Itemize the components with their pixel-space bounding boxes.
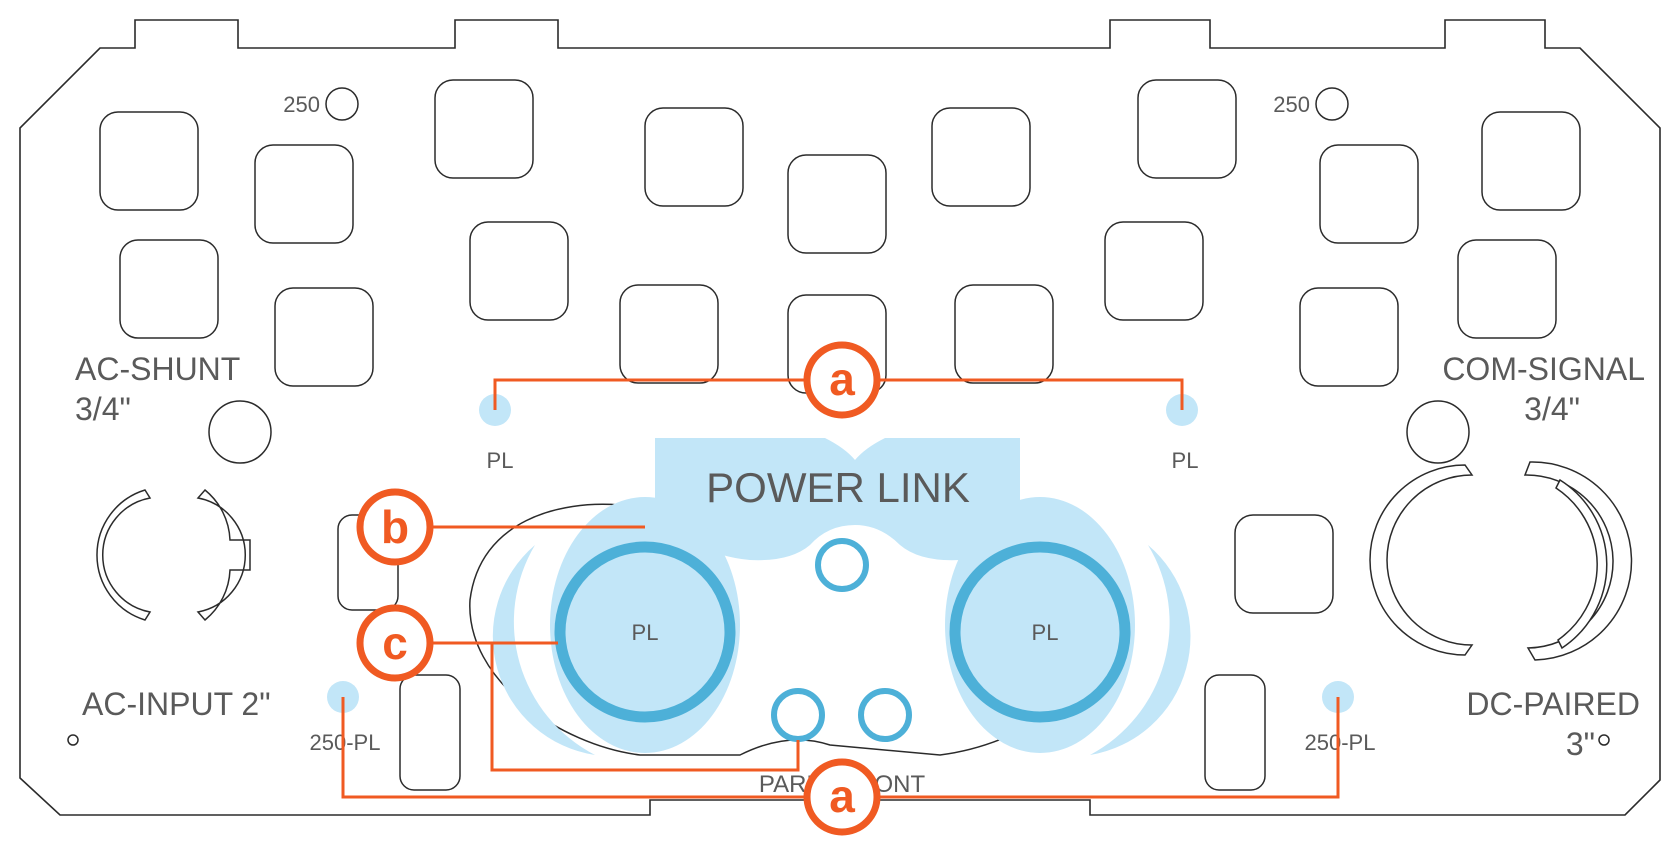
- label-dc-paired-size: 3": [1566, 726, 1595, 762]
- callout-letter-c: c: [382, 617, 408, 669]
- callout-badges: a b c a: [356, 341, 881, 836]
- knockout-square: [1481, 111, 1581, 211]
- park-ring: [771, 688, 825, 742]
- knockout-square: [99, 111, 199, 211]
- knockout-hole-250: [325, 87, 359, 121]
- label-pl-ring-left: PL: [632, 620, 659, 645]
- right-crescent: [1090, 545, 1191, 755]
- center-small-ring: [815, 538, 869, 592]
- front-ring: [858, 688, 912, 742]
- square-knockouts: [99, 79, 1581, 791]
- label-250-pl-left: 250-PL: [310, 730, 381, 755]
- knockout-square: [931, 107, 1031, 207]
- knockout-hole-250: [1315, 87, 1349, 121]
- label-250-pl-right: 250-PL: [1305, 730, 1376, 755]
- label-250-right: 250: [1273, 92, 1310, 117]
- callout-badge-b: [356, 488, 434, 566]
- callout-letter-a-bottom: a: [829, 770, 855, 822]
- label-com-signal: COM-SIGNAL: [1442, 351, 1645, 387]
- power-link-tab: [655, 438, 1020, 561]
- label-ac-shunt-size: 3/4": [75, 391, 131, 427]
- label-pl-top-right: PL: [1172, 448, 1199, 473]
- mounting-hole: [67, 734, 79, 746]
- ac-input-knockout: [96, 488, 251, 622]
- knockout-hole-com-signal: [1406, 400, 1470, 464]
- mounting-hole: [1598, 734, 1610, 746]
- knockout-hole-ac-shunt: [208, 400, 272, 464]
- knockout-square: [1299, 287, 1399, 387]
- label-dc-paired: DC-PAIRED: [1466, 686, 1640, 722]
- callout-badge-a-top: [803, 341, 881, 419]
- label-power-link: POWER LINK: [706, 464, 970, 511]
- text-labels: 250 250 AC-SHUNT 3/4" COM-SIGNAL 3/4" AC…: [75, 92, 1645, 798]
- knockout-square: [1234, 514, 1334, 614]
- label-pl-ring-right: PL: [1032, 620, 1059, 645]
- knockout-square: [644, 107, 744, 207]
- knockout-square: [274, 287, 374, 387]
- label-ac-shunt: AC-SHUNT: [75, 351, 240, 387]
- pl-ring-left: [554, 541, 736, 723]
- power-link-assembly: [327, 394, 1354, 756]
- knockout-square: [254, 144, 354, 244]
- label-ac-input: AC-INPUT 2": [82, 686, 271, 722]
- left-crescent: [492, 545, 595, 755]
- knockout-square: [1204, 674, 1266, 791]
- dc-paired-knockout: [1369, 461, 1633, 661]
- round-holes: [67, 87, 1610, 746]
- knockout-square: [1319, 144, 1419, 244]
- knockout-square: [954, 284, 1054, 384]
- knockout-square: [787, 154, 887, 254]
- knockout-square: [399, 674, 461, 791]
- label-pl-top-left: PL: [487, 448, 514, 473]
- knockout-square: [119, 239, 219, 339]
- label-com-signal-size: 3/4": [1524, 391, 1580, 427]
- knockout-square: [1137, 79, 1237, 179]
- callout-badge-c: [356, 604, 434, 682]
- pl-ring-right: [949, 541, 1131, 723]
- knockout-square: [1457, 239, 1557, 339]
- label-250-left: 250: [283, 92, 320, 117]
- knockout-square: [1104, 221, 1204, 321]
- callout-badge-a-bottom: [803, 758, 881, 836]
- knockout-square: [469, 221, 569, 321]
- callout-letter-a-top: a: [829, 353, 855, 405]
- knockout-square: [619, 284, 719, 384]
- knockout-square: [434, 79, 534, 179]
- callout-letter-b: b: [381, 501, 409, 553]
- callout-line-c-park: [490, 643, 800, 772]
